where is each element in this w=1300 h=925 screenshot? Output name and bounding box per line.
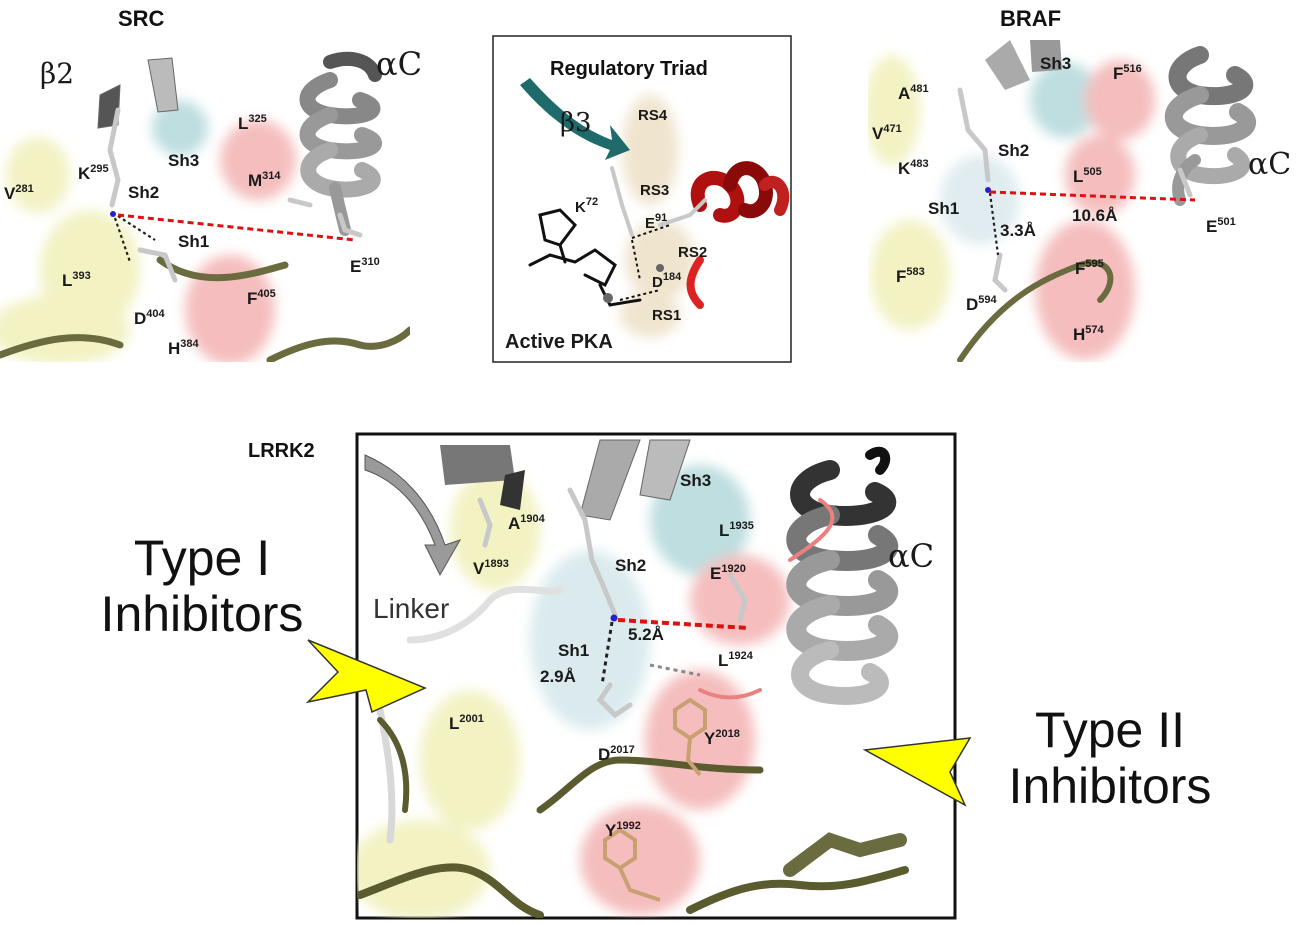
braf-structure [868,40,1256,362]
lrrk2-v1893-label: V1893 [473,558,509,578]
lrrk2-distance-long: 5.2Å [628,625,664,644]
src-sh3-label: Sh3 [168,151,200,170]
src-helix [299,51,382,236]
lrrk2-l1935-label: L1935 [719,520,754,540]
pka-black-ligand [528,208,642,307]
src-f405-label: F405 [247,288,276,308]
pka-e91-label: E91 [645,212,668,232]
pka-title: Regulatory Triad [550,58,708,80]
pka-panel-border [492,35,792,363]
src-beta2-label: β2 [40,57,75,90]
braf-l505-label: L505 [1073,166,1102,186]
pka-active-label: Active PKA [505,331,613,353]
lrrk2-distance-sh1: 2.9Å [540,667,576,686]
braf-f595-label: F595 [1075,258,1104,278]
braf-a481-label: A481 [898,83,929,103]
src-loops [0,256,410,362]
src-strands [97,57,179,129]
src-distance-line [117,213,356,242]
braf-distance-line [989,190,1196,202]
src-m314-label: M314 [248,170,281,190]
type1-arrow [305,639,427,714]
type2-arrow [862,737,972,807]
braf-f516-label: F516 [1113,63,1142,83]
src-sticks [107,107,363,283]
lrrk2-l2001-label: L2001 [449,713,484,733]
braf-h574-label: H574 [1073,324,1104,344]
src-title: SRC [118,6,165,31]
braf-v471-label: V471 [872,123,902,143]
lrrk2-e1920-label: E1920 [710,563,746,583]
braf-distance-short: 3.3Å [1000,221,1036,240]
lrrk2-y2018-label: Y2018 [704,728,740,748]
lrrk2-d2017-label: D2017 [598,744,635,764]
beta3-strand [520,78,630,160]
braf-distance-long: 10.6Å [1072,206,1118,225]
pka-rs3-label: RS3 [640,182,670,199]
lrrk2-structure [357,439,909,918]
pka-d184-label: D184 [652,271,682,291]
pka-beta3-label: β3 [560,108,592,138]
lrrk2-alphac-label: αC [888,537,935,575]
braf-d594-label: D594 [966,294,997,314]
src-hbonds [113,215,156,263]
braf-sh1-label: Sh1 [928,199,960,218]
src-sh2-label: Sh2 [128,183,160,202]
src-d404-label: D404 [134,308,165,328]
src-k295-label: K295 [78,163,109,183]
braf-f583-label: F583 [896,266,925,286]
lrrk2-sh1-label: Sh1 [558,641,590,660]
src-l325-label: L325 [238,113,267,133]
src-h384-label: H384 [168,338,199,358]
lrrk2-title: LRRK2 [248,440,315,462]
braf-alphac-label: αC [1248,147,1292,182]
pka-structure [520,78,790,337]
src-v281-label: V281 [4,183,34,203]
src-sh1-label: Sh1 [178,232,210,251]
lrrk2-linker-label: Linker [373,593,450,624]
braf-e501-label: E501 [1206,216,1236,236]
lrrk2-a1904-label: A1904 [508,513,545,533]
braf-k483-label: K483 [898,158,929,178]
src-structure [0,51,410,362]
lrrk2-sh3-label: Sh3 [680,471,712,490]
braf-title: BRAF [1000,6,1062,31]
pka-rs2-label: RS2 [678,244,708,261]
lrrk2-l1924-label: L1924 [718,650,753,670]
src-l393-label: L393 [62,270,91,290]
pka-k72-label: K72 [575,196,599,216]
braf-sh3-label: Sh3 [1040,54,1072,73]
pka-red-helix [686,161,790,309]
lrrk2-y1992-label: Y1992 [605,820,641,840]
pka-rs1-label: RS1 [652,307,682,324]
braf-sh2-label: Sh2 [998,141,1030,160]
lrrk2-sh2-label: Sh2 [615,556,647,575]
src-alphac-label: αC [376,45,423,83]
src-e310-label: E310 [350,256,380,276]
pka-rs4-label: RS4 [638,107,668,124]
